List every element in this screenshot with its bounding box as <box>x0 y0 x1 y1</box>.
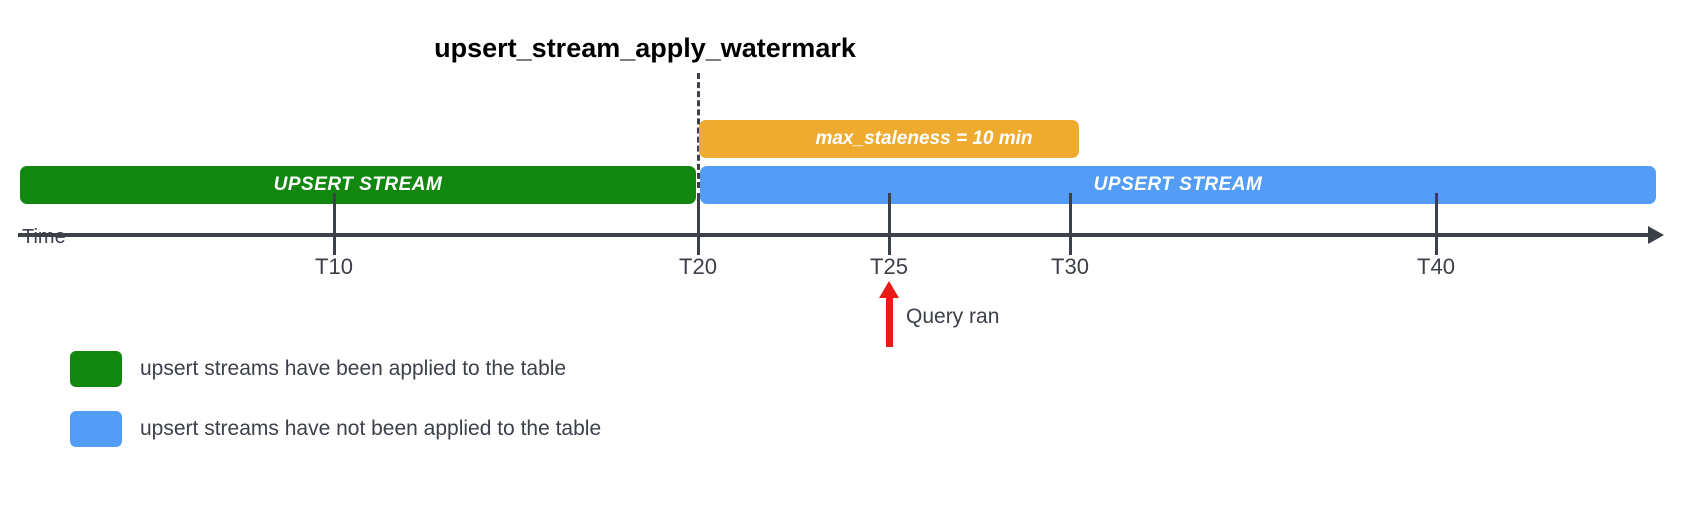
legend-item-unapplied: upsert streams have not been applied to … <box>70 411 601 447</box>
legend-label-applied: upsert streams have been applied to the … <box>140 357 567 380</box>
page-title: upsert_stream_apply_watermark <box>434 33 856 63</box>
legend-label-unapplied: upsert streams have not been applied to … <box>140 417 602 440</box>
max-staleness-bar: max_staleness = 10 min <box>699 120 1079 158</box>
axis-tick-label-t30: T30 <box>1051 254 1089 279</box>
axis-tick-label-t20: T20 <box>679 254 717 279</box>
axis-tick-t25 <box>888 193 891 255</box>
upsert-stream-unapplied-bar: UPSERT STREAM <box>700 166 1656 204</box>
axis-tick-label-t25: T25 <box>870 254 908 279</box>
query-ran-arrow-head-icon <box>879 281 899 298</box>
axis-tick-label-t10: T10 <box>315 254 353 279</box>
query-ran-label: Query ran <box>906 305 1000 328</box>
legend-swatch-green <box>70 351 122 387</box>
legend-item-applied: upsert streams have been applied to the … <box>70 351 566 387</box>
time-axis-label: Time <box>22 226 66 248</box>
axis-tick-t30 <box>1069 193 1072 255</box>
upsert-stream-applied-bar: UPSERT STREAM <box>20 166 696 204</box>
watermark-dashed-line <box>697 73 700 188</box>
time-axis-arrow-icon <box>1648 226 1664 244</box>
axis-tick-label-t40: T40 <box>1417 254 1455 279</box>
axis-tick-t20 <box>697 193 700 255</box>
max-staleness-label: max_staleness = 10 min <box>815 128 1033 149</box>
axis-tick-t10 <box>333 193 336 255</box>
query-ran-arrow-icon <box>886 295 893 347</box>
legend-swatch-blue <box>70 411 122 447</box>
time-axis-line <box>18 233 1658 237</box>
upsert-stream-applied-label: UPSERT STREAM <box>273 174 443 195</box>
axis-tick-t40 <box>1435 193 1438 255</box>
upsert-stream-unapplied-label: UPSERT STREAM <box>1093 174 1263 195</box>
